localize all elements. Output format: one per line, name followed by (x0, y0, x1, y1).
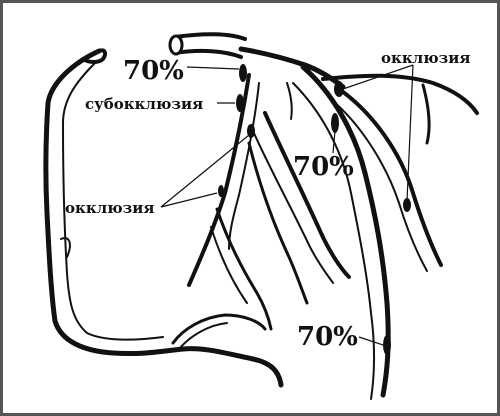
diagonal-branch-right (423, 85, 429, 143)
lesion-occlusion-left-2 (218, 185, 224, 197)
lesion-stenosis-top (239, 64, 247, 82)
leader-stenosis-bottom (359, 337, 383, 345)
small-twig (287, 83, 292, 119)
label-stenosis-mid: 70% (293, 152, 354, 182)
leader-stenosis-top (187, 67, 239, 69)
intermediate-subbranch (217, 209, 271, 329)
lesion-stenosis-bottom (383, 335, 391, 355)
label-occlusion-top-right: окклюзия (381, 49, 470, 67)
left-main (241, 49, 343, 87)
lesion-subocclusion (236, 94, 244, 112)
label-occlusion-left: окклюзия (65, 199, 154, 217)
rca-branch-crux-2 (179, 323, 227, 349)
label-stenosis-top: 70% (123, 56, 184, 86)
diagonal-1 (265, 113, 349, 277)
lesion-stenosis-mid (331, 113, 339, 133)
obtuse-marginal (339, 89, 441, 265)
lesion-occlusion-top-right (334, 81, 344, 97)
rca-branch-crux (173, 315, 265, 343)
label-subocclusion: субокклюзия (85, 95, 203, 113)
aortic-stub (175, 34, 245, 57)
label-stenosis-bottom: 70% (297, 322, 358, 352)
aortic-ostium (170, 36, 182, 54)
coronary-diagram: 70% субокклюзия окклюзия 70% окклюзия 70… (3, 3, 497, 413)
